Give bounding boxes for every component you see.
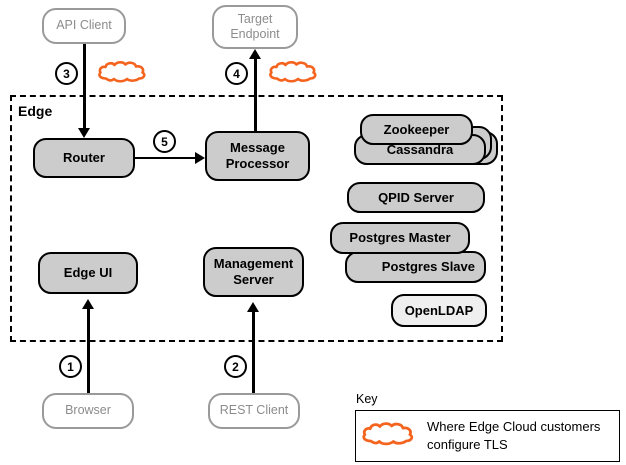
arrowhead-edge-ui-in [81, 299, 94, 309]
node-openldap[interactable]: OpenLDAP [391, 294, 487, 327]
node-browser[interactable]: Browser [42, 393, 134, 429]
node-cassandra-label: Cassandra [386, 141, 454, 157]
node-management-server-label-line2: Server [233, 272, 274, 287]
node-target-endpoint-label-line2: Endpoint [230, 27, 280, 41]
node-message-processor[interactable]: Message Processor [205, 131, 310, 181]
marker-3[interactable]: 3 [55, 62, 78, 85]
key-title: Key [356, 392, 378, 406]
node-edge-ui[interactable]: Edge UI [38, 252, 138, 294]
node-zookeeper-label: Zookeeper [383, 121, 450, 137]
node-router-label: Router [63, 150, 105, 166]
node-postgres-master[interactable]: Postgres Master [330, 222, 470, 254]
node-target-endpoint-label-line1: Target [237, 11, 273, 26]
connector-browser-to-edge-ui [87, 308, 90, 393]
node-message-processor-label-line1: Message [230, 140, 285, 156]
node-openldap-label: OpenLDAP [404, 302, 474, 318]
node-target-endpoint[interactable]: Target Endpoint [212, 5, 298, 49]
marker-2[interactable]: 2 [224, 355, 247, 378]
edge-zone-label: Edge [18, 103, 53, 119]
marker-1[interactable]: 1 [59, 355, 82, 378]
connector-api-client-to-router [83, 44, 86, 128]
node-browser-label: Browser [65, 403, 111, 418]
arrowhead-message-processor-in [195, 151, 205, 164]
connector-router-to-message-processor [135, 156, 197, 159]
node-management-server-label-line1: Management [213, 256, 294, 272]
node-zookeeper[interactable]: Zookeeper [360, 114, 473, 145]
key-entry-text: Where Edge Cloud customers configure TLS [427, 418, 626, 453]
cloud-icon-key [358, 419, 420, 454]
arrowhead-target-endpoint-in [248, 49, 261, 59]
cloud-icon-api-client [95, 58, 151, 91]
connector-rest-client-to-management-server [252, 311, 255, 393]
marker-4[interactable]: 4 [225, 62, 248, 85]
marker-5-number: 5 [161, 134, 168, 149]
node-router[interactable]: Router [33, 138, 135, 178]
node-postgres-slave[interactable]: Postgres Slave [345, 251, 486, 283]
key-entry-line2: configure TLS [427, 436, 508, 452]
connector-message-processor-to-target [254, 58, 257, 131]
arrowhead-router-in [77, 128, 90, 138]
node-postgres-master-label: Postgres Master [349, 230, 451, 246]
node-message-processor-label-line2: Processor [225, 156, 290, 171]
node-management-server[interactable]: Management Server [203, 247, 304, 297]
key-box [355, 410, 620, 462]
marker-2-number: 2 [232, 359, 239, 374]
edge-zone-boundary [10, 95, 503, 342]
marker-3-number: 3 [63, 66, 70, 81]
marker-4-number: 4 [233, 66, 240, 81]
node-qpid-server[interactable]: QPID Server [347, 182, 485, 213]
marker-1-number: 1 [67, 359, 74, 374]
node-edge-ui-label: Edge UI [63, 265, 113, 281]
node-qpid-server-label: QPID Server [378, 189, 454, 205]
arrowhead-management-server-in [246, 302, 259, 312]
node-api-client[interactable]: API Client [42, 8, 126, 44]
key-entry-line1: Where Edge Cloud customers [427, 419, 601, 434]
node-rest-client-label: REST Client [219, 403, 289, 418]
node-api-client-label: API Client [56, 18, 112, 33]
marker-5[interactable]: 5 [153, 130, 176, 153]
node-rest-client[interactable]: REST Client [208, 393, 300, 429]
node-postgres-slave-label: Postgres Slave [381, 259, 475, 275]
cloud-icon-target-endpoint [266, 58, 322, 91]
